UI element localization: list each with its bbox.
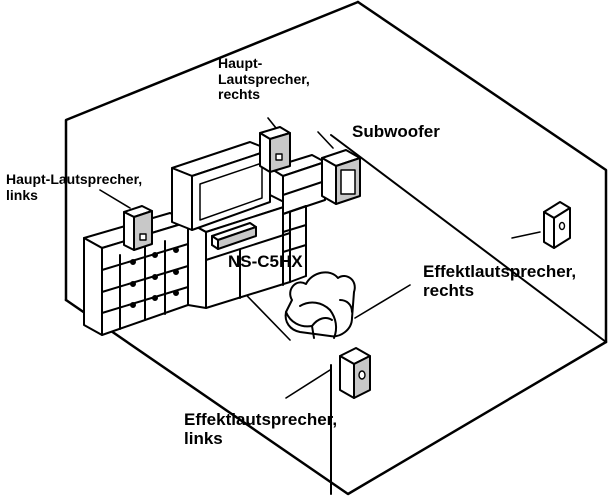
front-left-speaker (123, 205, 153, 251)
label-surround-right-line2: rechts (423, 281, 475, 301)
label-surround-right: Effektlautsprecher, rechts (423, 262, 576, 300)
label-main-right: Haupt- Lautsprecher, rechts (218, 55, 310, 103)
front-right-speaker (259, 126, 291, 173)
label-subwoofer: Subwoofer (352, 122, 440, 141)
label-main-left: Haupt-Lautsprecher, links (6, 171, 143, 203)
tv-cabinet (83, 141, 326, 336)
armchair (284, 271, 356, 339)
label-main-left-line1: Haupt-Lautsprecher, (6, 171, 143, 187)
label-surround-left-line1: Effektlautsprecher, (184, 410, 338, 429)
surround-left-speaker (339, 347, 371, 399)
label-main-right-line2: Lautsprecher, (218, 70, 310, 87)
center-speaker (211, 222, 257, 250)
label-surround-right-line1: Effektlautsprecher, (423, 262, 577, 281)
surround-right-speaker (543, 201, 571, 249)
label-center-speaker: NS-C5HX (228, 252, 303, 271)
subwoofer (321, 149, 361, 205)
label-surround-left: Effektlautsprecher, links (184, 410, 337, 448)
label-main-right-line3: rechts (218, 86, 261, 103)
label-surround-left-line2: links (184, 429, 223, 449)
label-main-right-line1: Haupt- (218, 55, 263, 71)
room-outline (64, 0, 608, 496)
label-main-left-line2: links (6, 186, 38, 203)
